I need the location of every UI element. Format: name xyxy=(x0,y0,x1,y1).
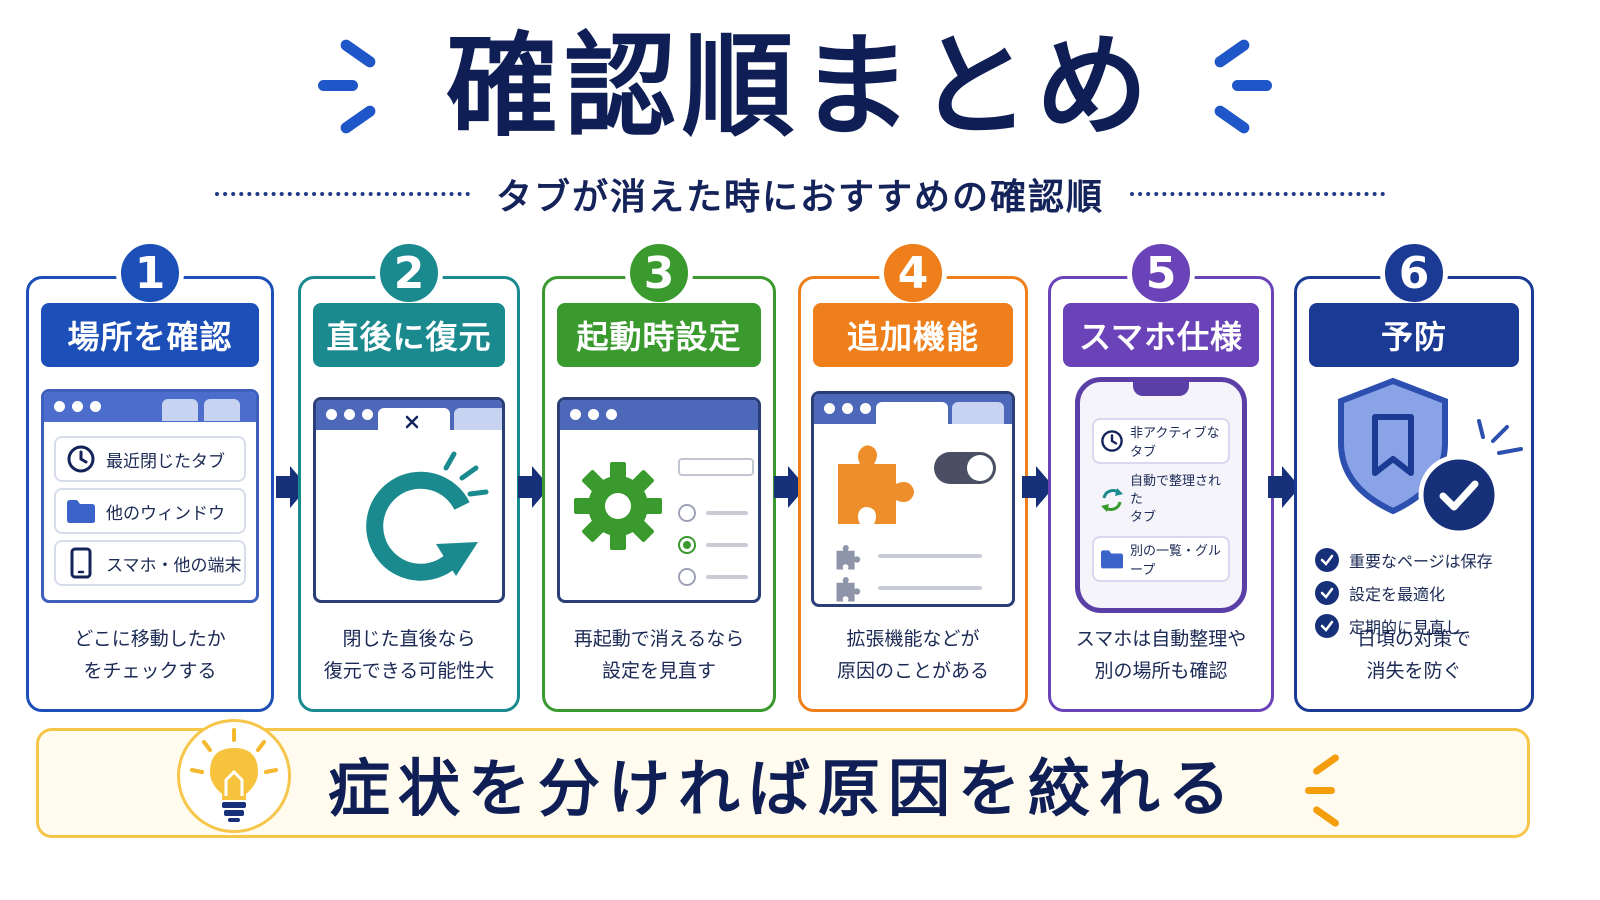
subtitle-row: タブが消えた時におすすめの確認順 xyxy=(215,172,1386,218)
arrow-right-icon xyxy=(516,462,552,512)
radio-option xyxy=(678,504,696,522)
subtitle: タブが消えた時におすすめの確認順 xyxy=(496,177,1105,218)
step-4-number: 4 xyxy=(879,239,947,307)
step-6-label: 予防 xyxy=(1309,303,1519,367)
checklist-item: 設定を最適化 xyxy=(1315,576,1493,609)
arrow-right-icon xyxy=(1266,462,1302,512)
page-title: 確認順まとめ xyxy=(446,22,1154,152)
list-item-other-devices[interactable]: スマホ・他の端末 xyxy=(54,540,246,586)
step-4-card: 4 追加機能 拡張機能などが 原因のことがある xyxy=(798,239,1028,712)
step-2-label: 直後に復元 xyxy=(313,303,505,367)
search-field-illustration xyxy=(678,458,754,476)
list-item-label: 別の一覧・グループ xyxy=(1130,544,1222,578)
step-5-description: スマホは自動整理や 別の場所も確認 xyxy=(1075,628,1247,682)
step-1-card: 1 場所を確認 最近閉じたタブ 他のウィンドウ スマホ・他の端末 どこに移動した… xyxy=(26,239,274,712)
checklist-item: 定期的に見直し xyxy=(1315,609,1493,642)
restore-icon xyxy=(344,446,494,600)
list-item-label: 他のウィンドウ xyxy=(106,503,225,524)
list-item-label: 最近閉じたタブ xyxy=(106,451,225,472)
puzzle-small-icon xyxy=(834,542,864,576)
puzzle-small-icon xyxy=(834,574,864,604)
step-6-number: 6 xyxy=(1380,239,1448,307)
list-item-label: スマホ・他の端末 xyxy=(106,555,242,576)
step-5-label: スマホ仕様 xyxy=(1063,303,1259,367)
radio-option-selected xyxy=(678,536,696,554)
step-6-card: 6 予防 重要なページは保存 設定を最適化 定期的に見直し 日頃の対策で xyxy=(1294,239,1534,712)
step-1-number: 1 xyxy=(116,239,184,307)
step-6-description: 日頃の対策で 消失を防ぐ xyxy=(1356,628,1471,682)
browser-window-illustration: 最近閉じたタブ 他のウィンドウ スマホ・他の端末 xyxy=(41,389,259,603)
radio-option xyxy=(678,568,696,586)
gear-icon xyxy=(570,458,666,558)
check-icon xyxy=(1315,613,1339,638)
sparkle-lines xyxy=(1473,413,1529,467)
folder-icon xyxy=(56,497,106,525)
sync-icon xyxy=(1094,486,1130,514)
close-icon xyxy=(404,414,420,434)
browser-window-illustration xyxy=(313,397,505,603)
smartphone-illustration: 非アクティブなタブ 自動で整理された タブ 別の一覧・グループ xyxy=(1075,377,1247,613)
phone-icon xyxy=(56,547,106,579)
clock-icon xyxy=(56,444,106,474)
settings-window-illustration xyxy=(557,397,761,603)
clock-icon xyxy=(1094,429,1130,453)
check-icon xyxy=(1315,547,1339,572)
step-4-description: 拡張機能などが 原因のことがある xyxy=(836,628,989,682)
puzzle-icon xyxy=(830,436,926,536)
extensions-window-illustration xyxy=(811,391,1015,607)
arrow-right-icon xyxy=(772,462,808,512)
step-3-description: 再起動で消えるなら 設定を見直す xyxy=(573,628,745,682)
checklist-item: 重要なページは保存 xyxy=(1315,543,1493,576)
arrow-right-icon xyxy=(274,462,310,512)
list-item-label: 非アクティブなタブ xyxy=(1130,426,1220,460)
prevention-checklist: 重要なページは保存 設定を最適化 定期的に見直し xyxy=(1315,543,1493,642)
list-item-recent-tabs[interactable]: 最近閉じたタブ xyxy=(54,436,246,482)
list-item-inactive-tabs[interactable]: 非アクティブなタブ xyxy=(1092,418,1230,464)
step-1-description: どこに移動したか をチェックする xyxy=(74,628,226,682)
list-item-other-list-group[interactable]: 別の一覧・グループ xyxy=(1092,536,1230,582)
summary-text: 症状を分ければ原因を絞れる xyxy=(327,752,1238,825)
arrow-right-icon xyxy=(1020,462,1056,512)
step-2-number: 2 xyxy=(375,239,443,307)
list-item-other-windows[interactable]: 他のウィンドウ xyxy=(54,488,246,534)
lightbulb-icon xyxy=(177,719,291,833)
step-3-number: 3 xyxy=(625,239,693,307)
dotted-rule-left xyxy=(215,192,470,196)
step-5-card: 5 スマホ仕様 非アクティブなタブ 自動で整理された タブ xyxy=(1048,239,1274,712)
checkmark-badge-icon xyxy=(1417,453,1501,541)
dotted-rule-right xyxy=(1130,192,1386,196)
step-4-label: 追加機能 xyxy=(813,303,1013,367)
shield-icon xyxy=(1333,377,1453,521)
step-2-card: 2 直後に復元 閉じた直後なら 復元できる可能性大 xyxy=(298,239,520,712)
step-1-label: 場所を確認 xyxy=(41,303,259,367)
list-item-auto-organized-tabs[interactable]: 自動で整理された タブ xyxy=(1092,474,1230,526)
step-2-description: 閉じた直後なら 復元できる可能性大 xyxy=(323,628,495,682)
toggle-switch xyxy=(934,452,996,484)
step-3-label: 起動時設定 xyxy=(557,303,761,367)
step-3-card: 3 起動時設定 xyxy=(542,239,776,712)
step-5-number: 5 xyxy=(1127,239,1195,307)
folder-icon xyxy=(1094,548,1130,570)
check-icon xyxy=(1315,580,1339,605)
summary-banner: 症状を分ければ原因を絞れる xyxy=(36,719,1530,838)
